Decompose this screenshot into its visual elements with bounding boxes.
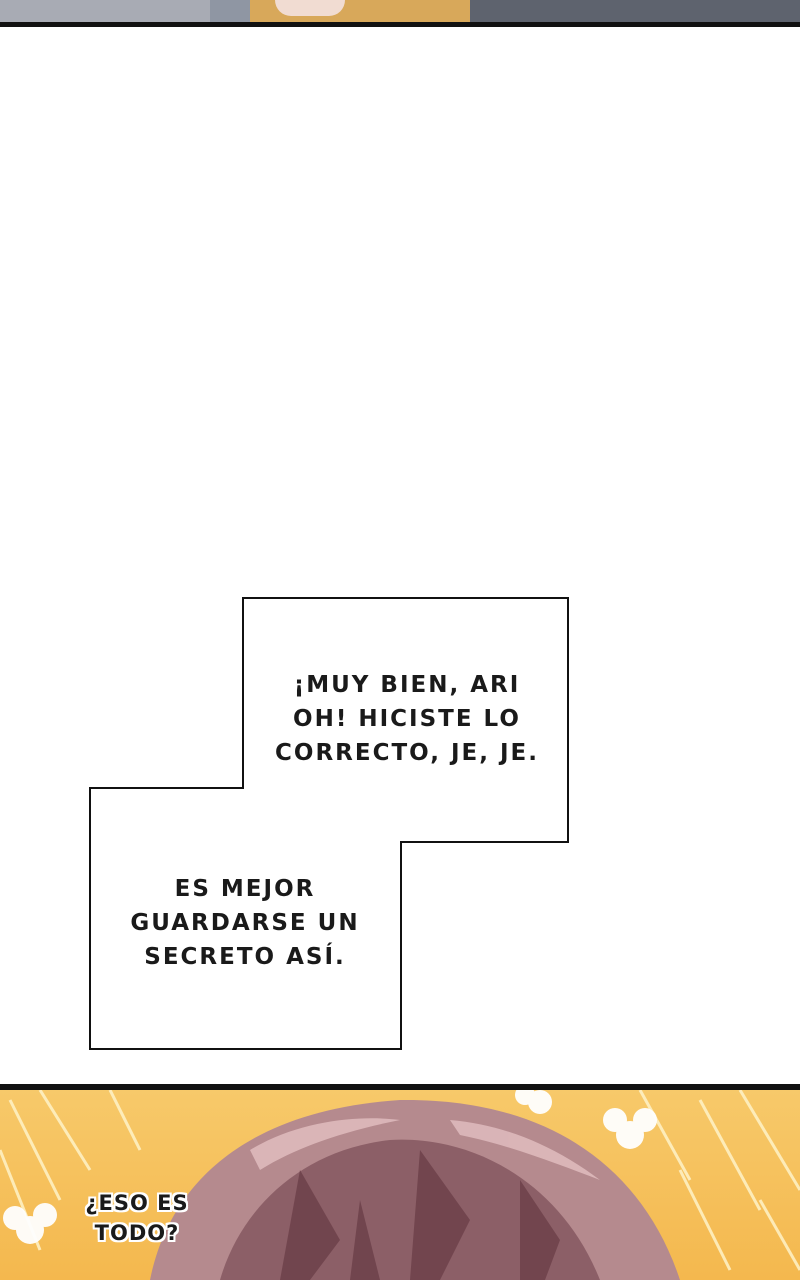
caption-text-middle: ES MEJOR GUARDARSE UN SECRETO ASÍ.: [130, 876, 360, 970]
hair-illustration: [0, 1090, 800, 1280]
bottom-panel-illustration: [0, 1090, 800, 1280]
caption-text-top: ¡MUY BIEN, ARI OH! HICISTE LO CORRECTO, …: [275, 672, 539, 766]
side-caption-text: ¿ESO ES TODO?: [85, 1191, 189, 1245]
top-panel-illustration: [0, 0, 800, 22]
top-panel-border: [0, 22, 800, 27]
bottom-panel-border: [0, 1084, 800, 1090]
